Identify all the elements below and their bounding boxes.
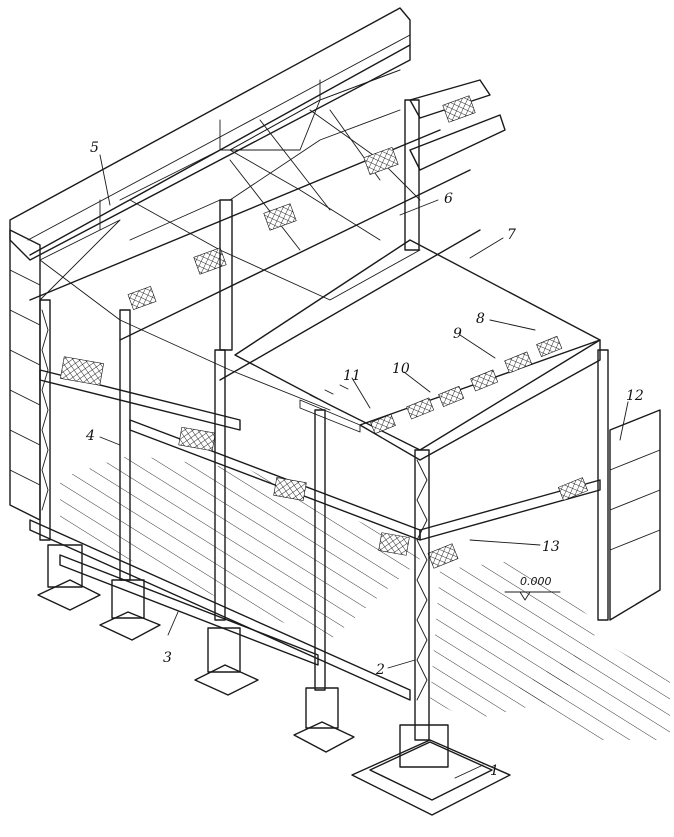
side-wall-right (609, 409, 661, 621)
label-6: 6 (444, 191, 453, 207)
callout-labels: 1 2 3 4 5 6 7 8 9 10 11 12 13 (85, 140, 644, 779)
elevation-text: 0.000 (520, 575, 552, 588)
label-8: 8 (476, 311, 485, 327)
foundation-2 (293, 687, 355, 753)
leader-lines (99, 154, 629, 779)
label-3: 3 (163, 650, 172, 666)
tie-beams (29, 519, 411, 701)
label-12: 12 (626, 388, 644, 404)
label-2: 2 (375, 662, 385, 678)
label-5: 5 (90, 140, 99, 156)
rear-wall-truss (9, 7, 411, 261)
foundations (37, 544, 511, 816)
label-4: 4 (85, 428, 95, 444)
crane-runway (127, 79, 506, 311)
ground-hatching (60, 455, 670, 740)
elevation-mark: 0.000 (504, 575, 561, 601)
left-wall-panels (9, 229, 41, 521)
label-1: 1 (490, 763, 499, 779)
deck-mesh-panels (370, 335, 563, 435)
roof-truss-grid (29, 44, 481, 411)
label-10: 10 (392, 361, 410, 377)
label-7: 7 (507, 227, 516, 243)
label-9: 9 (453, 326, 462, 342)
foundation-main (351, 724, 511, 816)
foundation-4 (99, 579, 161, 641)
label-13: 13 (542, 539, 560, 555)
label-11: 11 (343, 368, 361, 384)
lower-beams (39, 356, 601, 569)
